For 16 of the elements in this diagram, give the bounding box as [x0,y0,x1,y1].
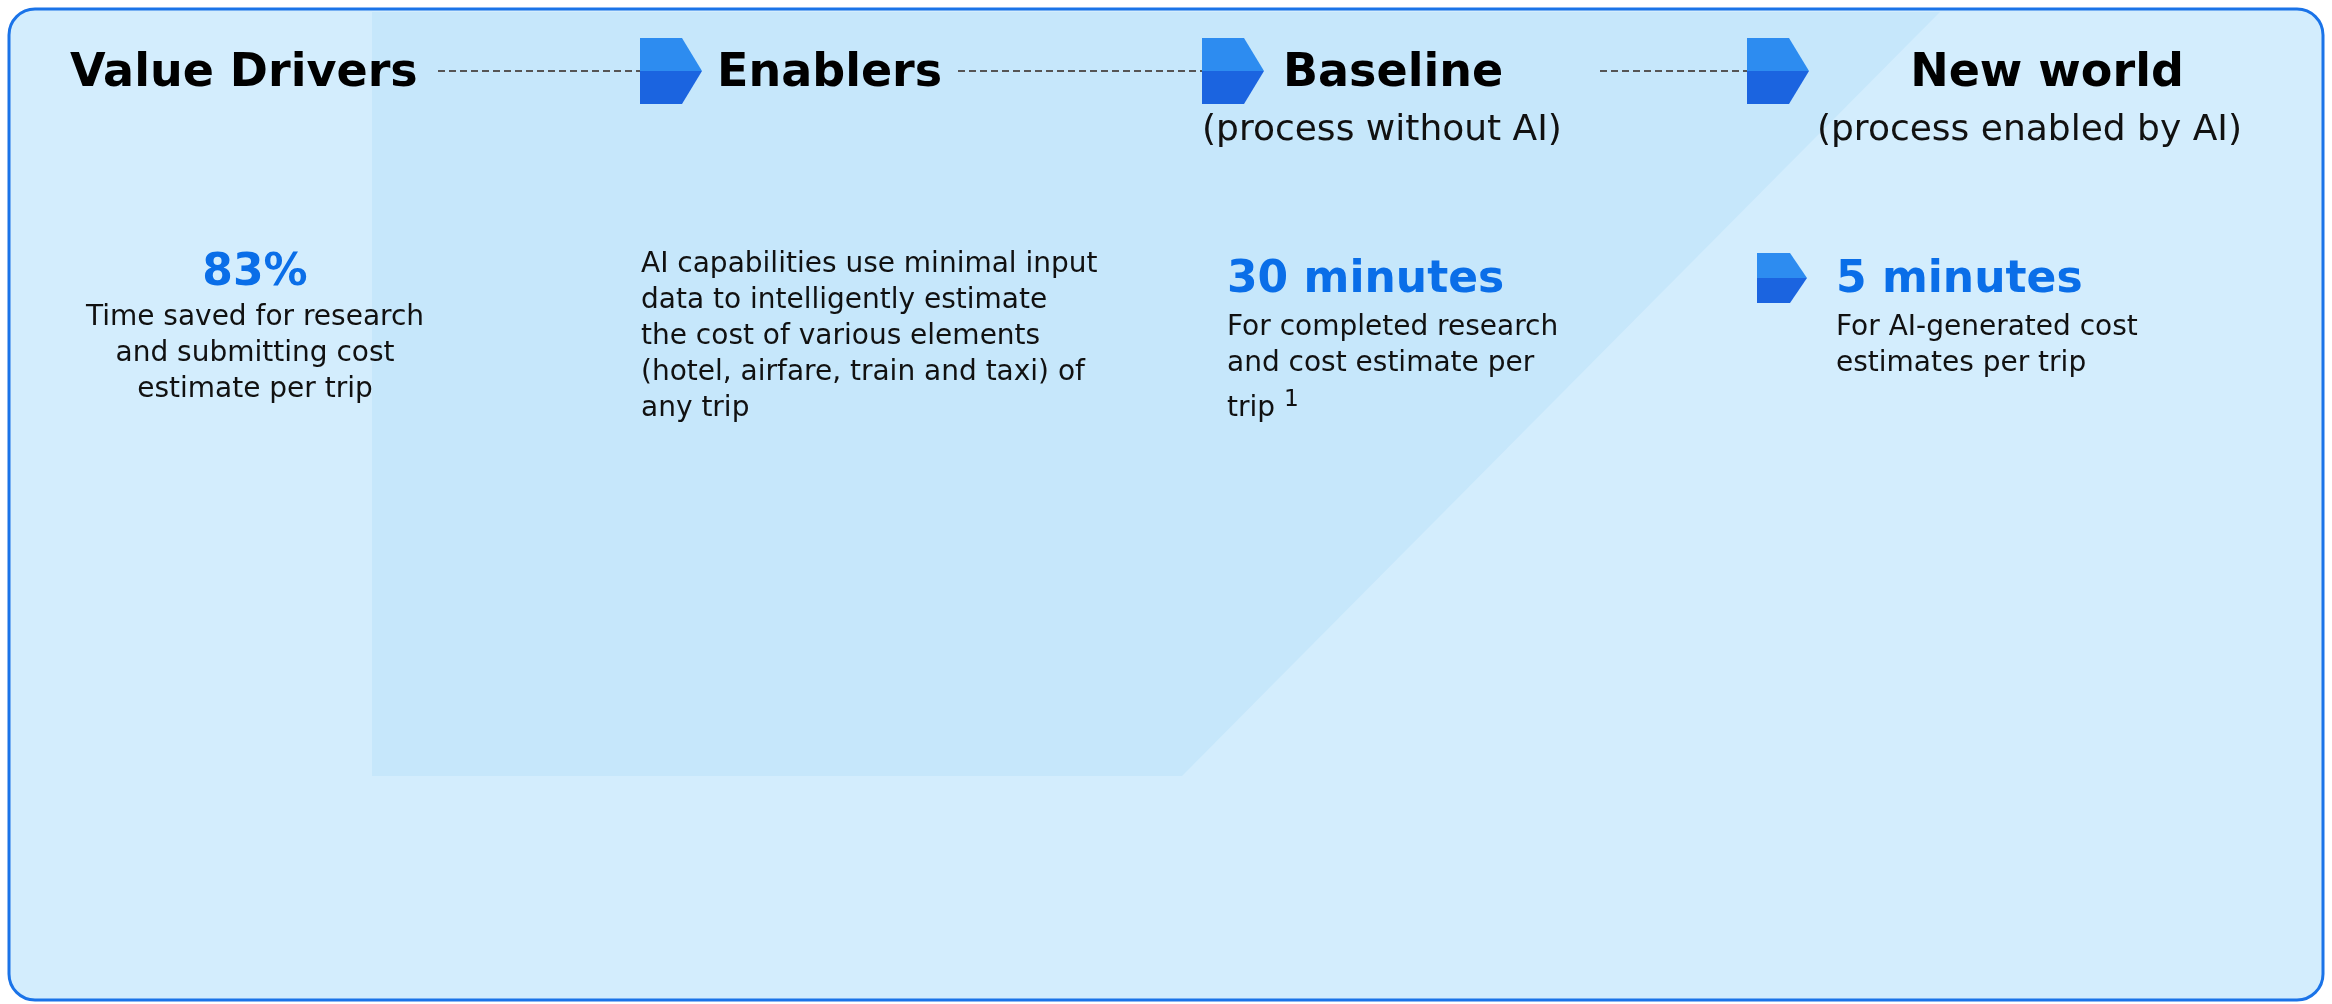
description-text: Time saved for research and submitting cost estimate per trip [84,298,426,406]
column-subheading: (process without AI) [1202,106,1563,150]
column-heading: Value Drivers [70,42,419,99]
description-text: For completed research and cost estimate per trip $^{1}$ [1227,308,1560,426]
column-heading: Enablers [716,42,944,99]
metric-value: 30 minutes [1227,250,1506,304]
dashed-connector [437,38,702,104]
column-heading: New world [1909,42,2185,99]
dashed-connector [1599,38,1809,104]
dashed-connector [957,38,1264,104]
description-text: AI capabilities use minimal input data to intelligently estimate the cost of various elements (hotel, airfare, train and taxi) of any trip [641,245,1099,425]
metric-value: 5 minutes [1836,250,2084,304]
metric-value: 83% [201,243,309,297]
column-heading: Baseline [1282,42,1505,99]
column-subheading: (process enabled by AI) [1815,106,2243,150]
description-text: For AI-generated cost estimates per trip [1836,308,2139,380]
